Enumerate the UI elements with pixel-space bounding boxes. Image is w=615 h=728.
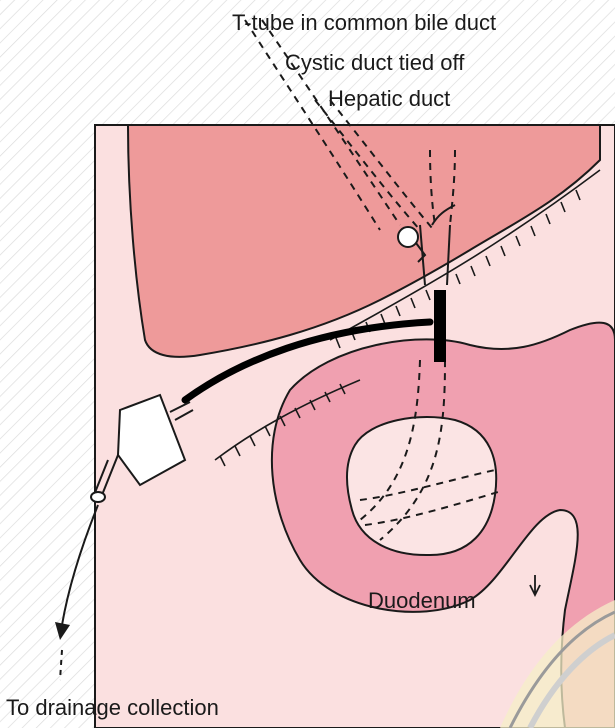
duodenal-opening bbox=[347, 417, 496, 555]
cystic-duct-label: Cystic duct tied off bbox=[285, 50, 465, 75]
t-tube-label: T-tube in common bile duct bbox=[232, 10, 496, 35]
hepatic-duct-label: Hepatic duct bbox=[328, 86, 450, 111]
drainage-label: To drainage collection bbox=[6, 695, 219, 720]
duodenum-label: Duodenum bbox=[368, 588, 476, 613]
t-tube-crossbar bbox=[434, 290, 446, 362]
